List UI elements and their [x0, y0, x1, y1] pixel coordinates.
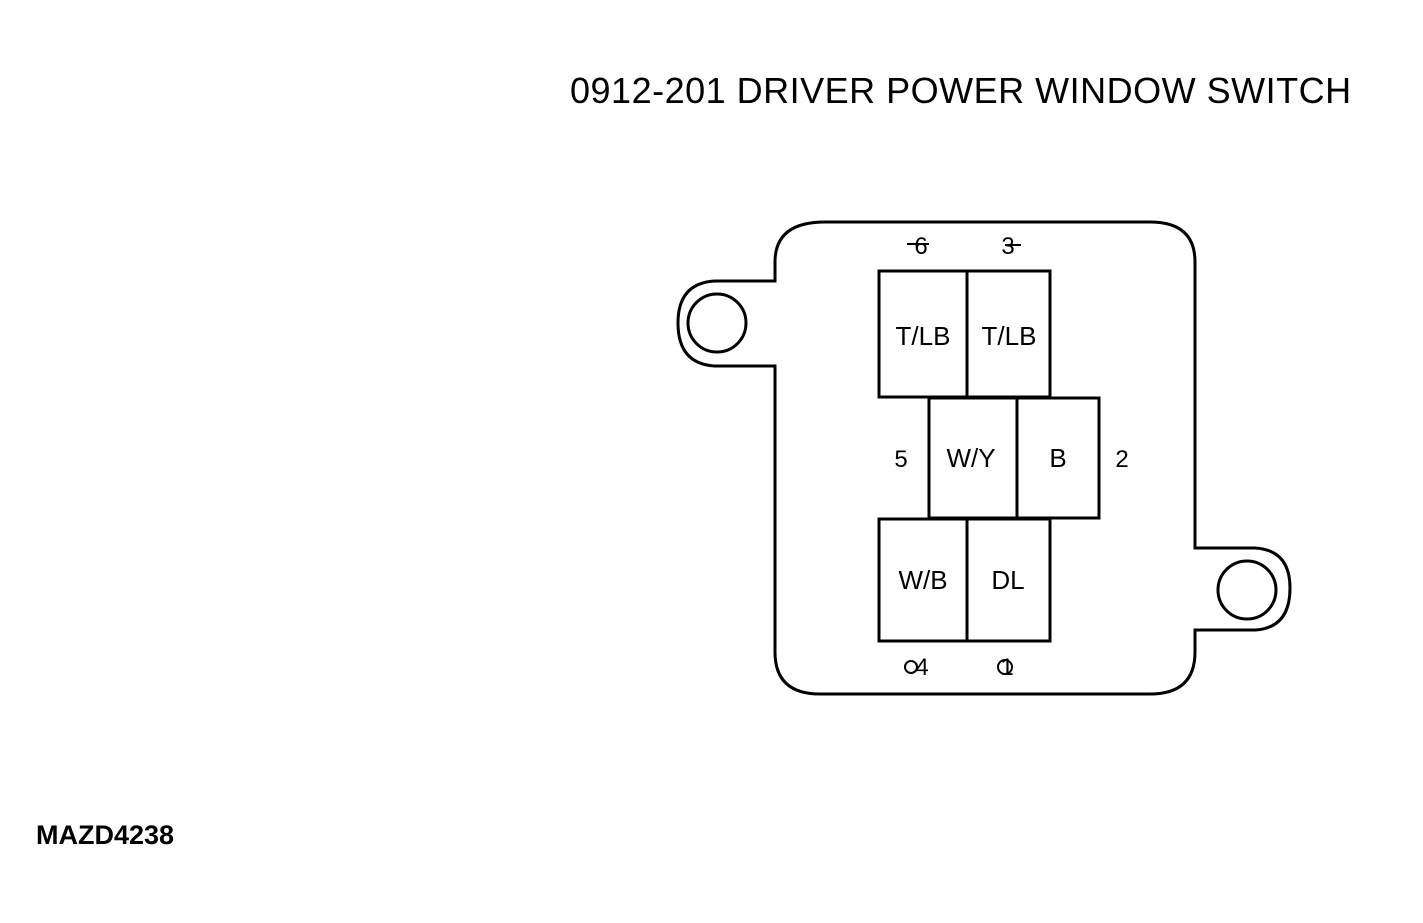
cell-label-mid-left: W/Y — [946, 443, 995, 473]
connector-housing — [676, 220, 1292, 696]
diagram-title: 0912-201 DRIVER POWER WINDOW SWITCH — [570, 70, 1352, 111]
cell-label-top-left: T/LB — [896, 321, 951, 351]
cell-mid-right — [1015, 396, 1101, 520]
pin-ring-bottom-left — [904, 660, 918, 674]
cell-label-bottom-left: W/B — [898, 565, 947, 595]
pin-number-mid-left: 5 — [894, 446, 907, 473]
cell-label-bottom-right: DL — [991, 565, 1024, 595]
mounting-hole-right — [1216, 559, 1278, 621]
pin-number-bottom-left: 4 — [915, 654, 928, 681]
pin-ring-bottom-right — [997, 659, 1013, 675]
figure-id: MAZD4238 — [36, 820, 175, 850]
cell-bottom-right — [965, 517, 1052, 643]
pin-number-top-left: 6 — [914, 233, 927, 260]
pin-number-mid-right: 2 — [1115, 446, 1128, 473]
mounting-hole-left — [686, 292, 748, 354]
cell-label-mid-right: B — [1049, 443, 1066, 473]
cell-label-top-right: T/LB — [982, 321, 1037, 351]
pin-number-top-right: 3 — [1001, 233, 1014, 260]
terminal-cells — [877, 269, 1101, 643]
